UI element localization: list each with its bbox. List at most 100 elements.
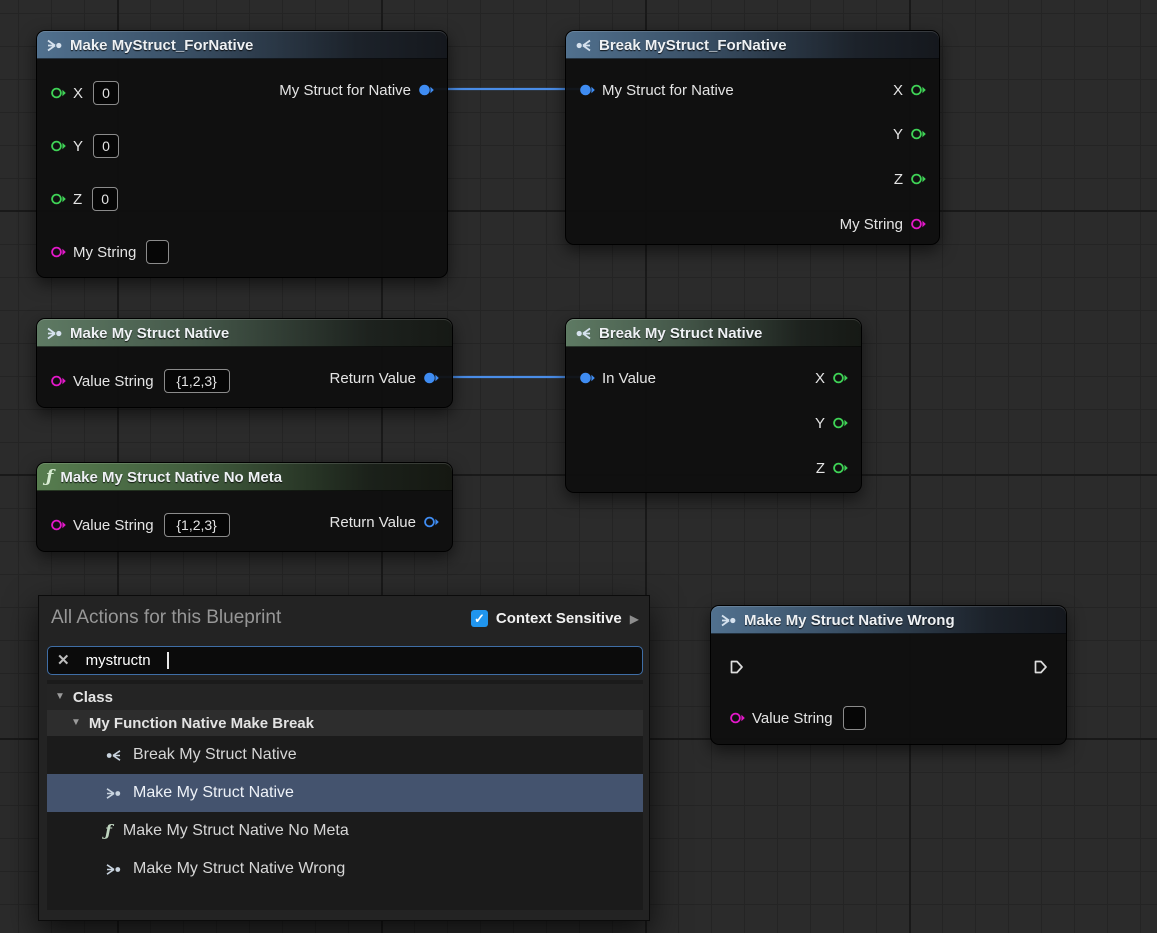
collapse-triangle-icon[interactable]: ▼ [71, 717, 81, 728]
pin-row: In Value [579, 364, 656, 392]
context-sensitive-checkbox[interactable]: ✓ [470, 610, 488, 627]
pin-value-string-icon[interactable] [729, 710, 745, 726]
pin-label: Z [893, 170, 903, 188]
pin-x-icon[interactable] [910, 82, 926, 98]
action-item-label: Make My Struct Native Wrong [133, 860, 346, 877]
category-row-class[interactable]: ▼ Class [47, 684, 643, 710]
make-struct-icon [106, 863, 121, 875]
make-struct-icon [721, 614, 736, 626]
pin-row: X 0 [50, 79, 120, 107]
value-string-input[interactable]: {1,2,3} [163, 513, 230, 537]
pin-my-struct-for-native-icon[interactable] [418, 82, 434, 98]
pin-label: X [73, 84, 84, 102]
pin-label: My Struct for Native [602, 81, 734, 99]
value-string-input[interactable]: {1,2,3} [163, 369, 230, 393]
pin-row: Y 0 [50, 132, 120, 160]
pin-return-value-icon[interactable] [423, 514, 439, 530]
node-header[interactable]: Make My Struct Native Wrong [711, 606, 1066, 634]
pin-label: Return Value [329, 369, 416, 387]
node-break-mystruct-fornative[interactable]: Break MyStruct_ForNative My Struct for N… [565, 30, 940, 245]
pin-my-string-icon[interactable] [50, 244, 66, 260]
context-sensitive-label: Context Sensitive [495, 610, 622, 627]
pin-label: Y [892, 125, 903, 143]
pin-value-string-icon[interactable] [50, 373, 66, 389]
pin-label: Return Value [329, 513, 416, 531]
break-struct-icon [576, 39, 591, 51]
action-list: ▼ Class ▼ My Function Native Make Break … [47, 680, 643, 910]
context-sensitive-control: ✓ Context Sensitive ▶ [470, 610, 639, 627]
pin-row: Y [893, 120, 926, 148]
chevron-right-icon[interactable]: ▶ [629, 611, 639, 626]
pin-label: My Struct for Native [279, 81, 411, 99]
node-header[interactable]: Make My Struct Native [37, 319, 452, 347]
category-label: My Function Native Make Break [88, 714, 314, 732]
pin-row: Value String {1,2,3} [50, 367, 230, 395]
action-search-field[interactable]: ✕ mystructn [47, 646, 643, 675]
pin-value-string-icon[interactable] [50, 517, 66, 533]
pin-label: In Value [602, 369, 656, 387]
category-label: Class [72, 688, 113, 706]
pin-my-string-icon[interactable] [910, 216, 926, 232]
pin-row: My Struct for Native [279, 76, 434, 104]
node-title: Make MyStruct_ForNative [70, 36, 254, 54]
clear-search-icon[interactable]: ✕ [57, 652, 70, 669]
pin-label: X [814, 369, 825, 387]
node-make-my-struct-native-no-meta[interactable]: ƒ Make My Struct Native No Meta Value St… [36, 462, 453, 552]
action-item-make-my-struct-native-wrong[interactable]: Make My Struct Native Wrong [47, 850, 643, 888]
pin-y-icon[interactable] [910, 126, 926, 142]
value-string-input[interactable] [842, 706, 866, 730]
my-string-value-input[interactable] [146, 240, 170, 264]
text-cursor [166, 652, 169, 669]
function-icon: ƒ [46, 466, 54, 487]
menu-title: All Actions for this Blueprint [51, 607, 282, 628]
pin-row: Return Value [330, 508, 439, 536]
pin-x-icon[interactable] [50, 85, 66, 101]
node-title: Make My Struct Native Wrong [744, 611, 955, 629]
category-row-my-function-native-make-break[interactable]: ▼ My Function Native Make Break [47, 710, 643, 736]
pin-row: Y [815, 409, 848, 437]
action-item-make-my-struct-native[interactable]: Make My Struct Native [47, 774, 643, 812]
action-item-make-my-struct-native-no-meta[interactable]: ƒ Make My Struct Native No Meta [47, 812, 643, 850]
node-break-my-struct-native[interactable]: Break My Struct Native In Value X Y Z [565, 318, 862, 493]
action-item-break-my-struct-native[interactable]: Break My Struct Native [47, 736, 643, 774]
action-item-label: Break My Struct Native [133, 746, 297, 763]
y-value-input[interactable]: 0 [93, 134, 120, 158]
exec-in-pin-icon[interactable] [729, 659, 744, 675]
pin-z-icon[interactable] [50, 191, 66, 207]
exec-out-pin-icon[interactable] [1033, 659, 1048, 675]
search-input-value[interactable]: mystructn [85, 652, 151, 669]
node-title: Break My Struct Native [599, 324, 763, 342]
pin-y-icon[interactable] [832, 415, 848, 431]
make-struct-icon [47, 327, 62, 339]
blueprint-actions-menu: All Actions for this Blueprint ✓ Context… [38, 595, 650, 921]
pin-label: Y [73, 137, 84, 155]
pin-label: My String [839, 215, 903, 233]
pin-my-struct-for-native-icon[interactable] [579, 82, 595, 98]
pin-y-icon[interactable] [50, 138, 66, 154]
pin-label: Z [73, 190, 83, 208]
pin-in-value-icon[interactable] [579, 370, 595, 386]
node-make-my-struct-native-wrong[interactable]: Make My Struct Native Wrong Value String [710, 605, 1067, 745]
node-header[interactable]: Break MyStruct_ForNative [566, 31, 939, 59]
pin-label: Value String [752, 709, 833, 727]
pin-return-value-icon[interactable] [423, 370, 439, 386]
pin-z-icon[interactable] [832, 460, 848, 476]
function-icon: ƒ [105, 821, 112, 840]
node-header[interactable]: Break My Struct Native [566, 319, 861, 347]
pin-label: Z [815, 459, 825, 477]
node-header[interactable]: Make MyStruct_ForNative [37, 31, 447, 59]
node-title: Break MyStruct_ForNative [599, 36, 787, 54]
x-value-input[interactable]: 0 [93, 81, 120, 105]
make-struct-icon [106, 787, 121, 799]
node-title: Make My Struct Native No Meta [60, 468, 283, 486]
node-make-my-struct-native[interactable]: Make My Struct Native Value String {1,2,… [36, 318, 453, 408]
pin-label: Value String [73, 372, 154, 390]
collapse-triangle-icon[interactable]: ▼ [55, 691, 65, 702]
z-value-input[interactable]: 0 [92, 187, 119, 211]
pin-z-icon[interactable] [910, 171, 926, 187]
node-header[interactable]: ƒ Make My Struct Native No Meta [37, 463, 452, 491]
pin-row: My String [50, 238, 170, 266]
pin-x-icon[interactable] [832, 370, 848, 386]
node-make-mystruct-fornative[interactable]: Make MyStruct_ForNative X 0 Y 0 Z 0 My S… [36, 30, 448, 278]
